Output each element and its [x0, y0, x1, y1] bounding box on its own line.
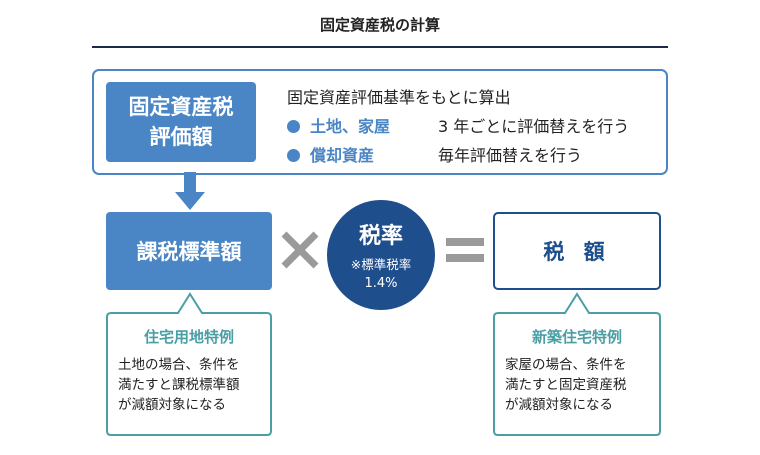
tax-rate-note: ※標準税率	[350, 257, 412, 272]
assessment-item: 土地、家屋 3 年ごとに評価替えを行う	[287, 113, 629, 137]
assessed-value-line-2: 評価額	[149, 125, 213, 149]
callout-line: が減額対象になる	[505, 397, 613, 413]
callout-line: 土地の場合、条件を	[118, 357, 240, 373]
callout-line: 満たすと課税標準額	[118, 377, 240, 393]
title-divider	[92, 46, 668, 48]
assessment-item: 償却資産 毎年評価替えを行う	[287, 142, 582, 166]
callout-frame	[106, 292, 272, 436]
callout-line: 家屋の場合、条件を	[505, 357, 627, 373]
multiply-icon	[281, 231, 319, 269]
item-text: 毎年評価替えを行う	[438, 146, 583, 165]
tax-rate-circle: 税率 ※標準税率 1.4%	[327, 200, 435, 310]
callout-title: 住宅用地特例	[143, 328, 234, 346]
assessed-value-box: 固定資産税 評価額	[106, 82, 256, 162]
diagram-title: 固定資産税の計算	[319, 16, 440, 34]
bullet-icon	[287, 149, 300, 162]
callout-title: 新築住宅特例	[531, 328, 622, 346]
callout-line: が減額対象になる	[118, 397, 226, 413]
equals-icon	[446, 238, 484, 262]
item-label: 土地、家屋	[310, 117, 391, 136]
assessment-description: 固定資産評価基準をもとに算出	[287, 88, 511, 107]
tax-amount-box: 税 額	[493, 212, 661, 290]
assessed-value-line-1: 固定資産税	[128, 95, 234, 119]
bullet-icon	[287, 120, 300, 133]
item-text: 3 年ごとに評価替えを行う	[438, 117, 630, 136]
callout-frame	[493, 292, 661, 436]
callout-line: 満たすと固定資産税	[505, 377, 627, 393]
item-label: 償却資産	[310, 146, 375, 165]
callout-new-housing: 新築住宅特例 家屋の場合、条件を 満たすと固定資産税 が減額対象になる	[493, 292, 661, 436]
callout-residential-land: 住宅用地特例 土地の場合、条件を 満たすと課税標準額 が減額対象になる	[106, 292, 272, 436]
tax-rate-value: 1.4%	[364, 276, 398, 291]
tax-rate-title: 税率	[358, 224, 403, 249]
tax-base-box: 課税標準額	[106, 212, 272, 290]
assessment-panel	[92, 69, 668, 175]
down-arrow-icon	[175, 172, 205, 210]
